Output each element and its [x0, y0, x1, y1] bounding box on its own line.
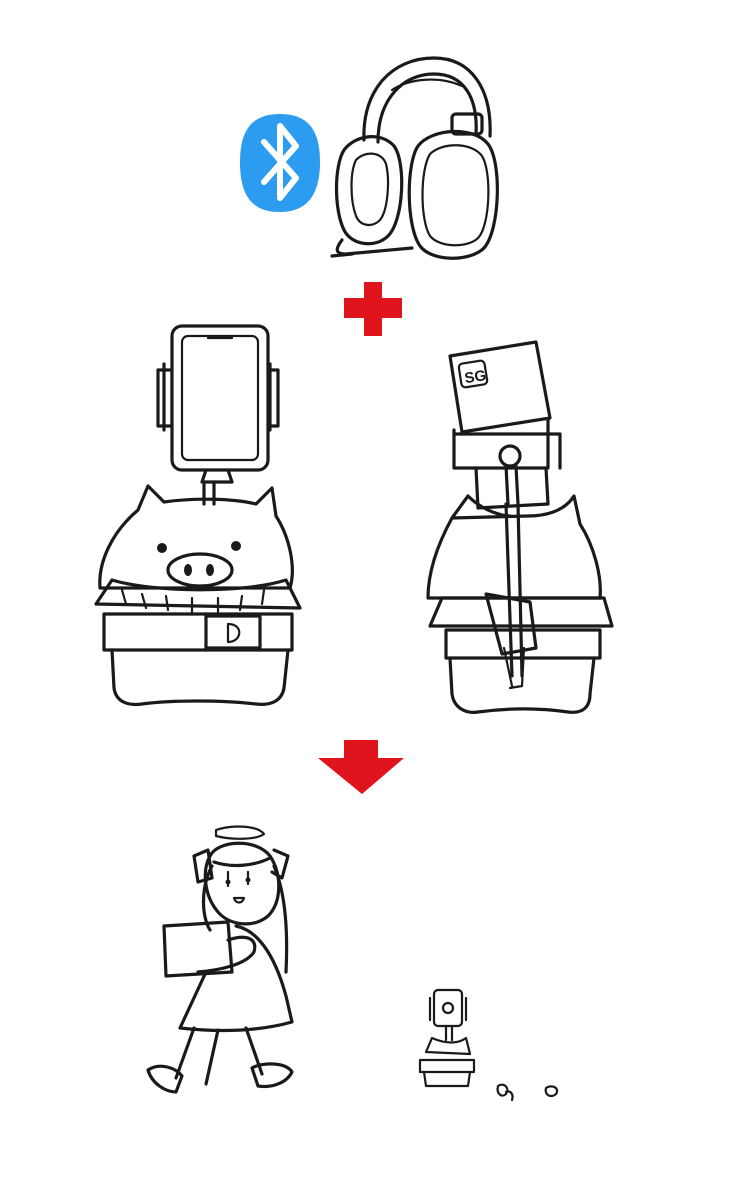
right-earcup: [407, 129, 499, 260]
belt-buckle: [204, 614, 262, 650]
pig-head: [98, 484, 294, 590]
smartphone-back-icon: SG: [448, 340, 552, 434]
walking-girl-figure: [136, 822, 306, 1106]
girl-head: [203, 841, 281, 926]
pig-robot-back: SG: [424, 336, 620, 720]
belt: [102, 612, 294, 652]
halo: [214, 825, 266, 840]
smartphone-icon: [170, 324, 270, 472]
pig-legs: [110, 648, 290, 707]
pig-back-body: [426, 494, 602, 600]
left-earcup: [334, 135, 404, 246]
footprint-marks: [492, 1080, 564, 1106]
back-tail: [484, 592, 538, 656]
phone-clamp-back: [452, 418, 562, 470]
right-shoe: [250, 1062, 294, 1089]
headphones-icon: [322, 50, 508, 266]
girl-legs: [174, 1026, 264, 1086]
plus-icon: [340, 278, 406, 340]
small-robot-follower: [416, 986, 476, 1090]
bluetooth-rune: [261, 123, 299, 201]
girl-arm: [196, 935, 257, 974]
back-pole: [504, 464, 520, 506]
pig-snout: [166, 552, 234, 588]
phone-clamp: [156, 362, 280, 432]
left-shoe: [146, 1064, 184, 1094]
hair-right: [272, 864, 289, 974]
headband-inner: [376, 72, 478, 144]
arrow-down-icon: [316, 740, 406, 796]
pig-robot-front: [92, 318, 304, 714]
carried-box: [162, 920, 234, 978]
hair-left: [201, 864, 214, 932]
bluetooth-icon: [236, 110, 324, 216]
collar: [94, 578, 302, 610]
back-rod: [504, 502, 524, 678]
headband-outer: [362, 56, 492, 142]
girl-coat: [178, 924, 294, 1033]
small-robot-phone: [432, 988, 464, 1028]
back-phone-badge: SG: [463, 367, 487, 387]
headphones-worn: [192, 848, 290, 884]
